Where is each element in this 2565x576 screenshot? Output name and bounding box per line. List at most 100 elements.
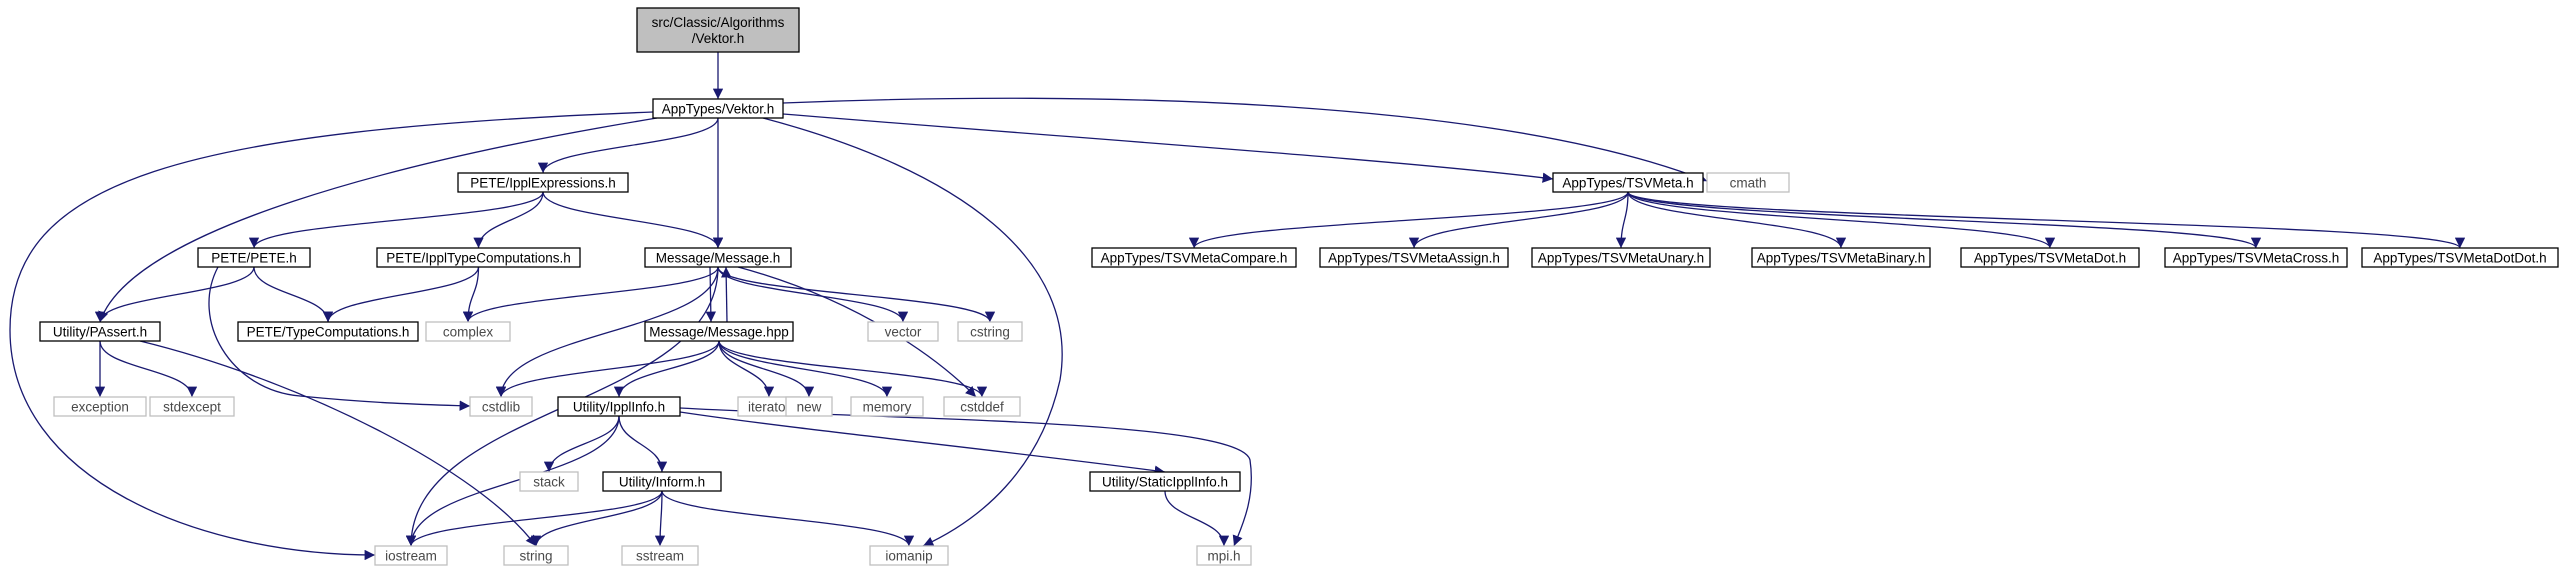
edge-tsvmeta-to-tsvunary [1615,191,1629,249]
edge-vektor-to-cmath [782,97,1708,183]
edge-messagehpp-to-cstddef [718,340,988,398]
edge-vektor-to-passert [98,117,658,323]
node-string: string [503,545,569,566]
node-box [957,321,1023,342]
edge-ipplinfo-to-inform [618,415,668,473]
node-label: Utility/StaticIpplInfo.h [1102,475,1228,490]
node-box [374,545,448,566]
edge-message-to-complex [462,266,719,323]
edge-vektor-to-iomanip [762,117,1063,547]
node-label: new [797,400,822,415]
node-label: complex [443,325,494,340]
node-label: Utility/PAssert.h [53,325,147,340]
node-stack: stack [519,471,579,492]
node-ippltc[interactable]: PETE/IpplTypeComputations.h [376,247,581,268]
node-sstream: sstream [621,545,699,566]
node-tsvunary[interactable]: AppTypes/TSVMetaUnary.h [1531,247,1711,268]
edge-passert-to-stdexcept [99,340,198,398]
node-mpih: mpi.h [1196,545,1252,566]
edge-passert-to-string [139,340,537,547]
edge-inform-to-string [530,490,663,547]
node-ipplinfo[interactable]: Utility/IpplInfo.h [557,396,681,417]
node-box [197,247,311,268]
node-vektor[interactable]: AppTypes/Vektor.h [652,98,784,119]
node-complex: complex [425,321,511,342]
node-typecomp[interactable]: PETE/TypeComputations.h [237,321,419,342]
node-label: iostream [385,549,437,564]
node-box [621,545,699,566]
edge-tsvmeta-to-tsvdotdot [1627,191,2465,249]
node-tsvdotdot[interactable]: AppTypes/TSVMetaDotDot.h [2361,247,2559,268]
node-label: cstddef [960,400,1004,415]
node-box [2164,247,2348,268]
node-label: AppTypes/TSVMetaDot.h [1974,251,2126,266]
node-message[interactable]: Message/Message.h [644,247,792,268]
node-tsvassign[interactable]: AppTypes/TSVMetaAssign.h [1319,247,1509,268]
node-tsvcompare[interactable]: AppTypes/TSVMetaCompare.h [1091,247,1297,268]
node-box [869,545,949,566]
node-box [943,396,1021,417]
node-box [376,247,581,268]
node-box [1531,247,1711,268]
node-label: src/Classic/Algorithms [652,15,785,30]
node-vector: vector [867,321,939,342]
edge-staticipplinfo-to-mpih [1164,490,1230,547]
edge-messagehpp-to-cstdlib [495,340,720,398]
edge-ipplinfo-to-mpih [679,407,1252,547]
node-box [503,545,569,566]
node-label: iterator [748,400,791,415]
node-label: AppTypes/TSVMetaCross.h [2173,251,2340,266]
edge-ipplexpr-to-ippltc [473,191,544,249]
edge-messagehpp-to-ipplinfo [613,340,720,398]
node-stdexcept: stdexcept [149,396,235,417]
node-label: iomanip [885,549,932,564]
node-ipplexpr[interactable]: PETE/IpplExpressions.h [457,172,629,193]
node-label: stack [533,475,565,490]
node-box [1751,247,1931,268]
node-label: cmath [1730,176,1767,191]
node-label: PETE/TypeComputations.h [247,325,410,340]
edge-tsvmeta-to-tsvcross [1627,191,2261,249]
node-box [425,321,511,342]
node-label: string [519,549,552,564]
node-root[interactable]: src/Classic/Algorithms/Vektor.h [636,7,800,53]
node-tsvcross[interactable]: AppTypes/TSVMetaCross.h [2164,247,2348,268]
node-box [850,396,924,417]
node-cstring: cstring [957,321,1023,342]
node-label: Utility/IpplInfo.h [573,400,665,415]
edge-tsvmeta-to-tsvassign [1408,191,1629,249]
node-box [1319,247,1509,268]
node-box [519,471,579,492]
node-messagehpp[interactable]: Message/Message.hpp [644,321,794,342]
node-staticipplinfo[interactable]: Utility/StaticIpplInfo.h [1089,471,1241,492]
edge-ipplinfo-to-stack [543,415,620,473]
edge-inform-to-iostream [405,490,663,547]
node-cstdlib: cstdlib [469,396,533,417]
node-tsvdot[interactable]: AppTypes/TSVMetaDot.h [1960,247,2140,268]
node-label: stdexcept [163,400,221,415]
edge-inform-to-iomanip [661,490,915,547]
node-box [1706,172,1790,193]
node-box [644,321,794,342]
node-label: Utility/Inform.h [619,475,705,490]
node-box [53,396,147,417]
edge-inform-to-sstream [654,490,666,547]
node-cstddef: cstddef [943,396,1021,417]
node-box [557,396,681,417]
node-tsvbinary[interactable]: AppTypes/TSVMetaBinary.h [1751,247,1931,268]
edge-vektor-to-ipplexpr [537,117,719,174]
node-box [652,98,784,119]
edge-messagehpp-to-iterator [718,340,775,398]
node-passert[interactable]: Utility/PAssert.h [39,321,161,342]
node-box [457,172,629,193]
node-box [1089,471,1241,492]
edge-message-to-messagehpp [705,266,717,323]
node-tsvmeta[interactable]: AppTypes/TSVMeta.h [1552,172,1704,193]
edge-ipplinfo-to-iostream [405,415,620,547]
edge-pete-to-cstdlib [208,266,471,411]
node-label: PETE/IpplTypeComputations.h [386,251,571,266]
node-inform[interactable]: Utility/Inform.h [602,471,722,492]
edge-messagehpp-to-message [720,266,732,323]
node-pete[interactable]: PETE/PETE.h [197,247,311,268]
edge-pete-to-typecomp [253,266,334,323]
